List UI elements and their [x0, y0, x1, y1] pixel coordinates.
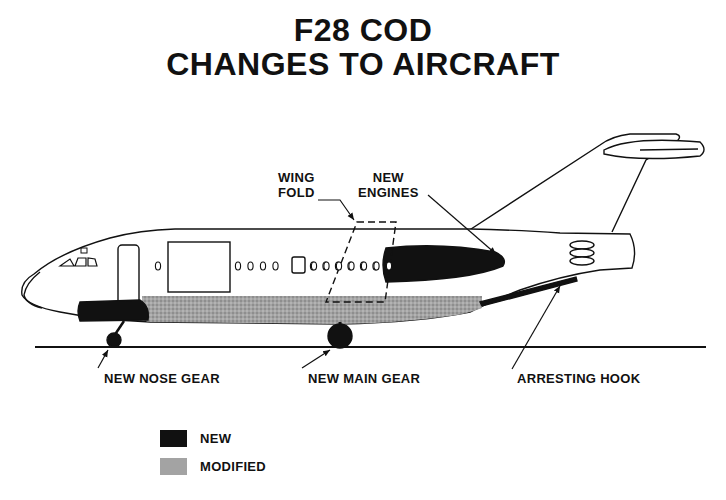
cabin-window [336, 262, 341, 270]
cabin-window [348, 262, 353, 270]
cabin-window [260, 262, 265, 270]
cabin-window [324, 262, 329, 270]
rear-fairing [570, 257, 594, 265]
part-label: WING FOLD [278, 170, 315, 200]
cabin-window [360, 262, 365, 270]
cabin-window [273, 262, 278, 270]
leader-line [428, 195, 496, 254]
cabin-window [323, 262, 328, 270]
cabin-window [349, 262, 354, 270]
cabin-window [155, 262, 160, 270]
cabin-window [248, 262, 253, 270]
cabin-window [235, 262, 240, 270]
modified-band [142, 296, 482, 324]
leader-line [302, 350, 330, 368]
front-door [118, 245, 139, 305]
rear-fairing [570, 241, 594, 249]
title-line: CHANGES TO AIRCRAFT [0, 46, 726, 83]
nose-wheel [107, 333, 121, 347]
cabin-window [310, 262, 315, 270]
cockpit-windows [60, 258, 97, 266]
engine-nacelle [383, 246, 504, 282]
cabin-window [386, 262, 391, 270]
legend-swatch [160, 430, 187, 447]
cabin-window [373, 262, 378, 270]
cabin-window [361, 262, 366, 270]
cabin-windows [155, 262, 391, 270]
leader-line [98, 350, 108, 368]
leader-line [318, 200, 354, 220]
rear-fairing [570, 249, 594, 257]
ground-line [35, 346, 706, 348]
radome [24, 272, 42, 308]
part-label: ARRESTING HOOK [517, 371, 640, 386]
main-wheel [328, 324, 352, 348]
fuselage [22, 229, 635, 324]
part-label: NEW MAIN GEAR [308, 371, 420, 386]
nose-gear-pod [78, 300, 148, 321]
emergency-exit [292, 257, 305, 273]
cabin-window [335, 262, 340, 270]
legend-text: MODIFIED [200, 459, 266, 474]
legend-text: NEW [200, 431, 231, 446]
stabilizer-line [640, 149, 698, 150]
cargo-door [168, 242, 230, 292]
legend-swatch [160, 458, 187, 475]
leader-line [512, 286, 560, 369]
arresting-hook [480, 277, 577, 306]
part-label: NEW NOSE GEAR [104, 371, 220, 386]
cockpit-window [81, 248, 87, 253]
horizontal-stabilizer [604, 140, 704, 158]
cabin-window [311, 262, 316, 270]
part-label: NEW ENGINES [358, 170, 419, 200]
title: F28 COD [0, 12, 726, 49]
wing-fold-outline [326, 222, 396, 302]
cabin-window [374, 262, 379, 270]
